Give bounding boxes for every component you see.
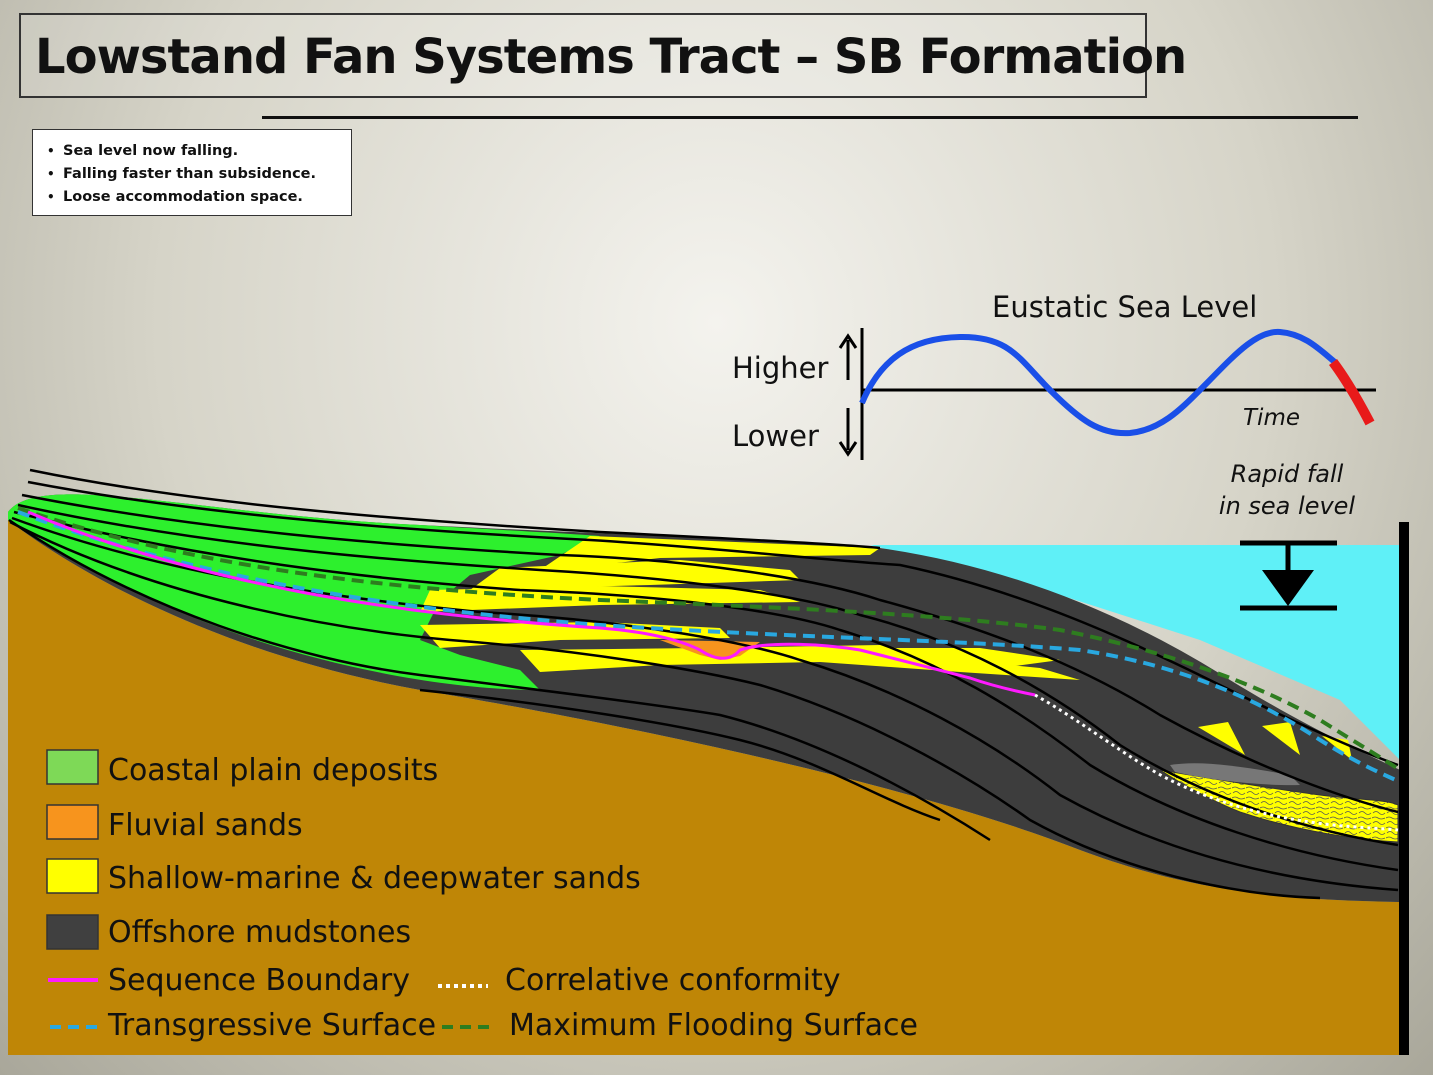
legend-item-transgressive-surface: Transgressive Surface bbox=[50, 1008, 436, 1043]
sea-level-chart-title: Eustatic Sea Level bbox=[992, 290, 1257, 324]
lower-label: Lower bbox=[732, 419, 819, 453]
deepwater-fan-sands bbox=[1159, 769, 1399, 843]
sea-level-falling-segment bbox=[1328, 359, 1375, 426]
legend-label: Fluvial sands bbox=[108, 808, 303, 843]
bullet-item: Loose accommodation space. bbox=[47, 186, 351, 209]
sea-level-fall-indicator bbox=[1240, 540, 1337, 611]
legend-item-sequence-boundary: Sequence Boundary bbox=[48, 963, 410, 998]
higher-label: Higher bbox=[732, 351, 828, 385]
title-box: Lowstand Fan Systems Tract – SB Formatio… bbox=[19, 13, 1187, 98]
rapid-fall-note-line2: in sea level bbox=[1219, 492, 1356, 520]
legend-label: Offshore mudstones bbox=[108, 915, 411, 950]
legend-item-correlative-conformity: Correlative conformity bbox=[438, 963, 840, 998]
legend-label: Maximum Flooding Surface bbox=[509, 1008, 918, 1043]
up-arrow-icon bbox=[838, 333, 858, 380]
legend-item-fluvial-sands: Fluvial sands bbox=[46, 804, 303, 843]
legend-label: Coastal plain deposits bbox=[108, 753, 438, 788]
bullet-box: Sea level now falling. Falling faster th… bbox=[32, 129, 352, 216]
bullet-list: Sea level now falling. Falling faster th… bbox=[47, 140, 351, 209]
sea-water bbox=[870, 545, 1400, 760]
mudstone-inclusion bbox=[1170, 763, 1300, 786]
rapid-fall-note-line1: Rapid fall bbox=[1231, 460, 1344, 488]
basin-wall bbox=[1399, 522, 1409, 1055]
legend-label: Sequence Boundary bbox=[108, 963, 410, 998]
maximum-flooding-surface bbox=[17, 506, 1402, 772]
bullet-item: Falling faster than subsidence. bbox=[47, 163, 351, 186]
title-rule bbox=[262, 116, 1358, 119]
legend-label: Shallow-marine & deepwater sands bbox=[108, 861, 641, 896]
slope-sand-lobes bbox=[1198, 722, 1352, 760]
legend-label: Correlative conformity bbox=[505, 963, 840, 998]
eustatic-sea-level-chart: Eustatic Sea Level Higher Lower Time bbox=[732, 290, 1376, 460]
time-label: Time bbox=[1243, 405, 1300, 431]
bullet-item: Sea level now falling. bbox=[47, 140, 351, 163]
legend-label: Transgressive Surface bbox=[107, 1008, 436, 1043]
page-title: Lowstand Fan Systems Tract – SB Formatio… bbox=[35, 29, 1187, 85]
legend-item-maximum-flooding-surface: Maximum Flooding Surface bbox=[442, 1008, 918, 1043]
sea-level-curve bbox=[859, 328, 1338, 437]
down-arrow-icon bbox=[838, 408, 858, 457]
legend-item-sands: Shallow-marine & deepwater sands bbox=[46, 858, 641, 896]
basement bbox=[8, 520, 1400, 1055]
legend-item-coastal-plain: Coastal plain deposits bbox=[46, 749, 438, 788]
sequence-boundary bbox=[27, 510, 1036, 697]
legend-item-mudstones: Offshore mudstones bbox=[46, 914, 411, 950]
legend: Coastal plain deposits Fluvial sands Sha… bbox=[46, 749, 918, 1043]
